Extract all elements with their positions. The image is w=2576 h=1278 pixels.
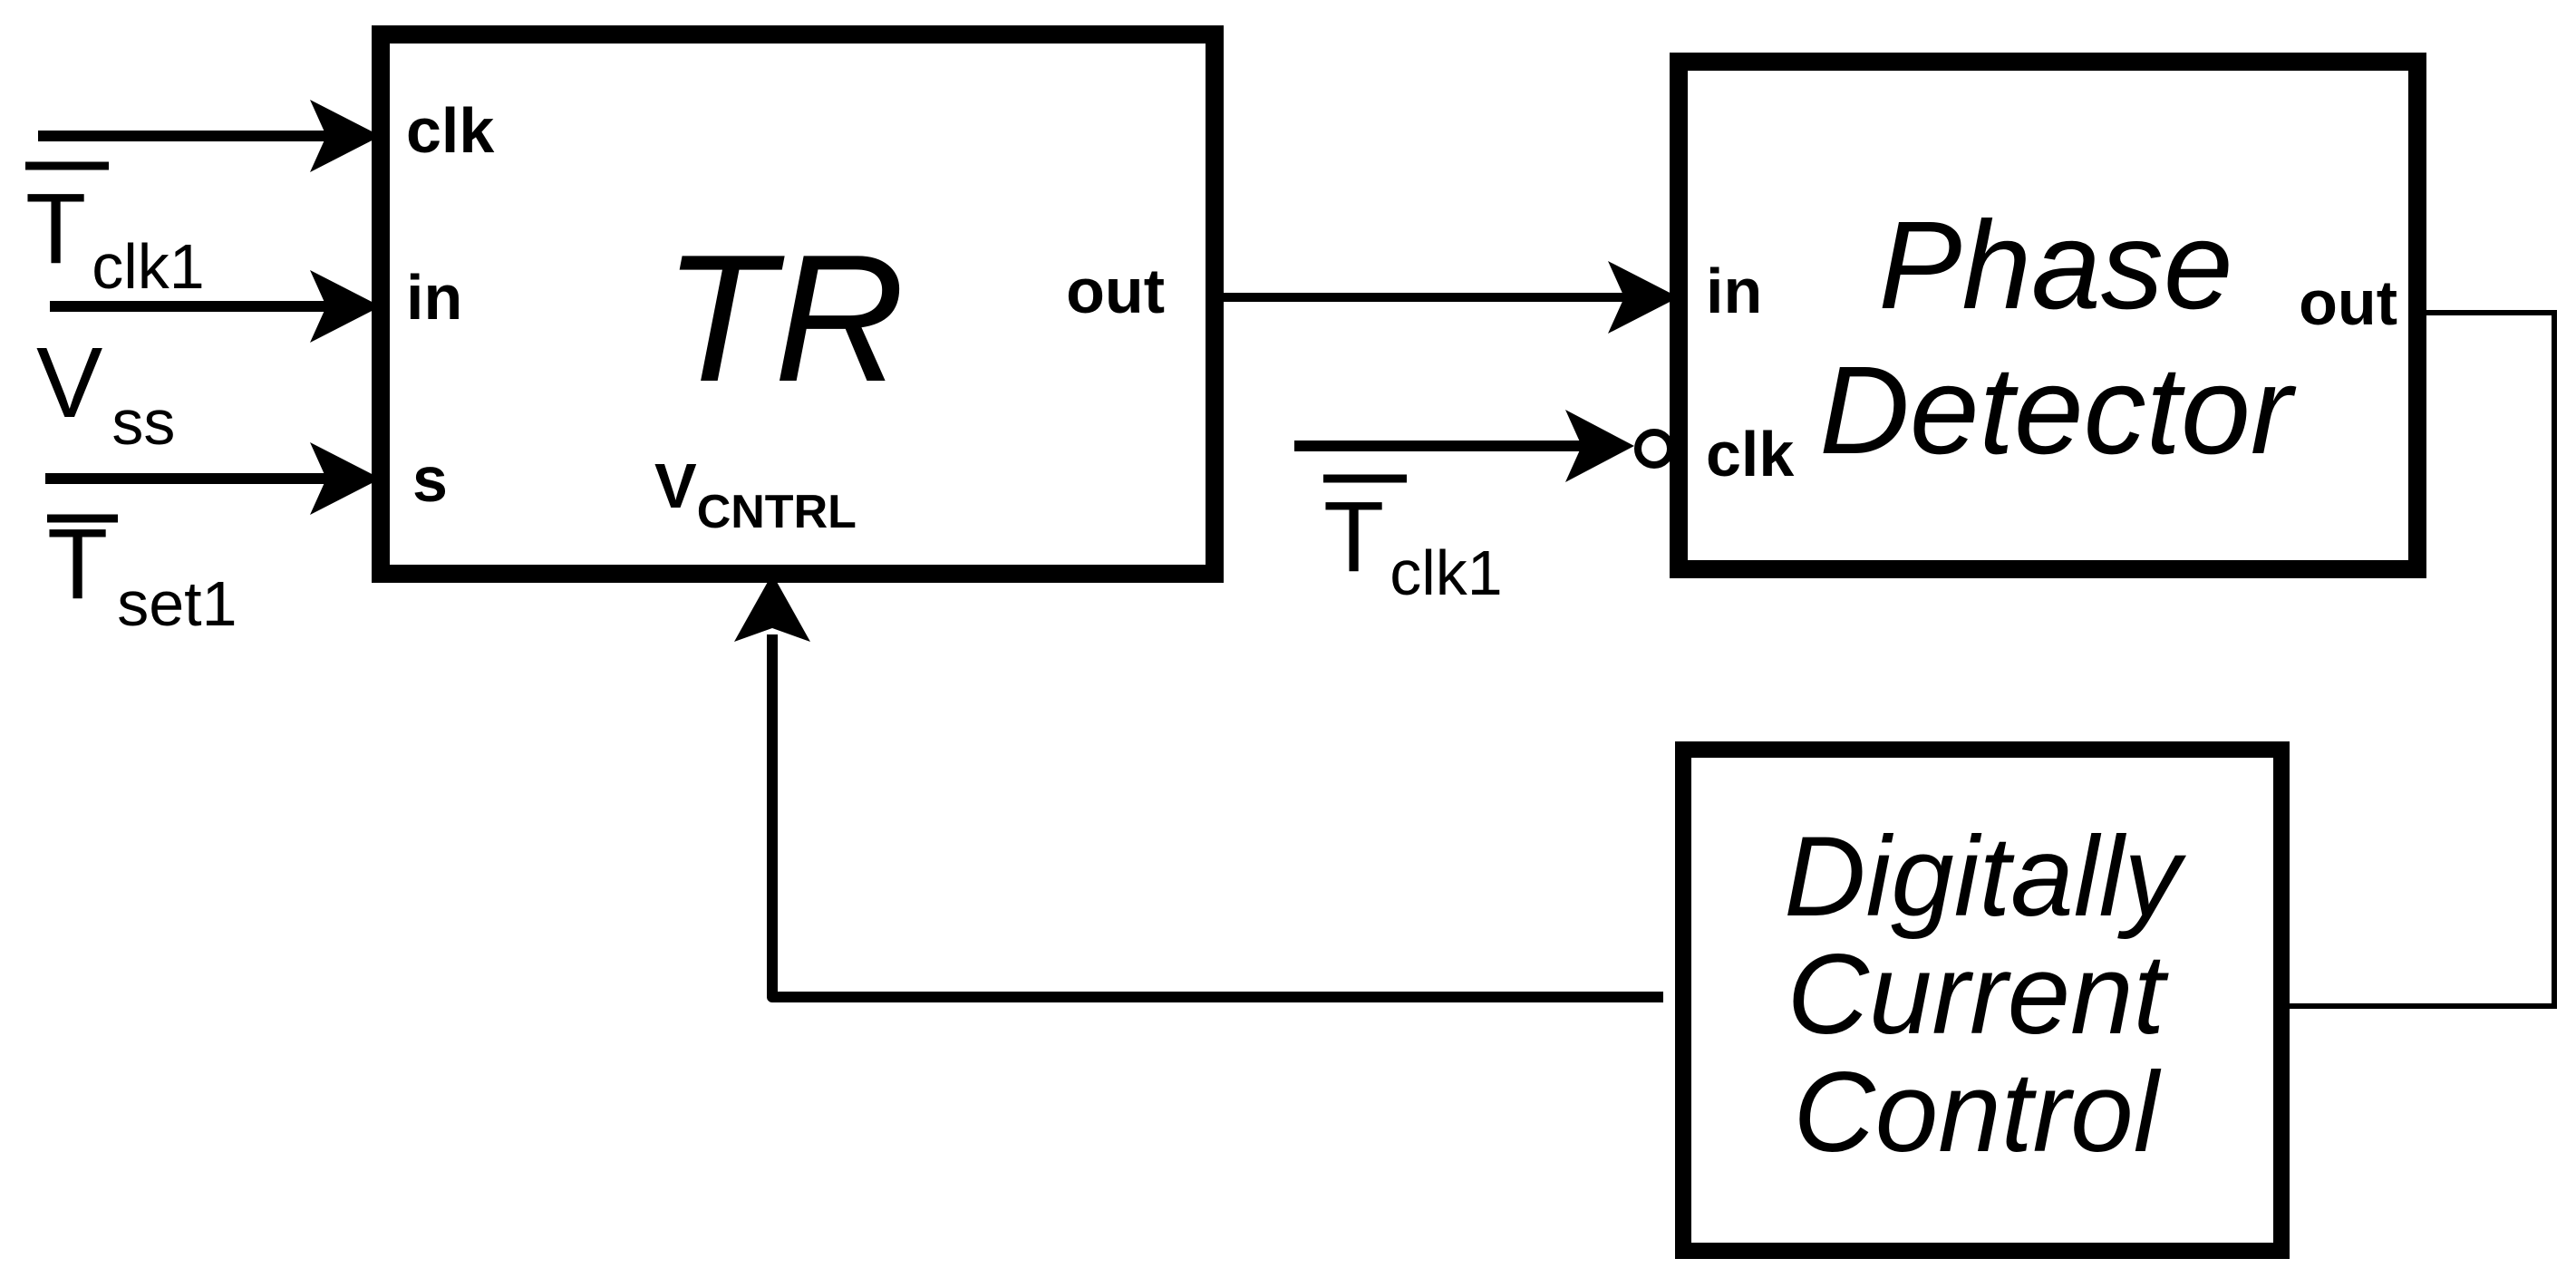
pd-pin-clk: clk: [1706, 419, 1794, 489]
label-tclk1: Tclk1: [25, 173, 205, 302]
tr-pin-in: in: [406, 262, 462, 333]
dcc-line1: Digitally: [1784, 814, 2186, 940]
arrow-in-input: [50, 270, 381, 343]
pd-pin-out: out: [2299, 267, 2397, 338]
dcc-line2: Current: [1787, 932, 2170, 1058]
wire-pd-out-to-dcc: [2281, 310, 2557, 1009]
tr-pin-clk: clk: [406, 95, 494, 166]
arrow-pd-clk-input: [1294, 410, 1634, 482]
label-pd-tclk1: Tclk1: [1323, 481, 1503, 608]
pd-clk-inversion-bubble: [1634, 429, 1674, 469]
pd-pin-in: in: [1706, 256, 1762, 326]
arrow-s-input: [45, 442, 381, 515]
tr-block: [372, 25, 1224, 583]
arrow-clk-input: [38, 100, 381, 172]
dcc-line3: Control: [1794, 1050, 2162, 1176]
tr-pin-vcntrl: VCNTRL: [654, 450, 857, 538]
wire-tr-out-to-pd-in: [1215, 261, 1679, 334]
tr-pin-out: out: [1066, 256, 1165, 326]
pd-title-line1: Phase: [1878, 196, 2232, 335]
tr-pin-s: s: [412, 444, 448, 515]
tr-title: TR: [663, 218, 905, 420]
pd-title-line2: Detector: [1819, 341, 2297, 480]
wire-dcc-to-tr-vcntrl: [734, 574, 1663, 1002]
dcc-block: [1675, 741, 2290, 1259]
